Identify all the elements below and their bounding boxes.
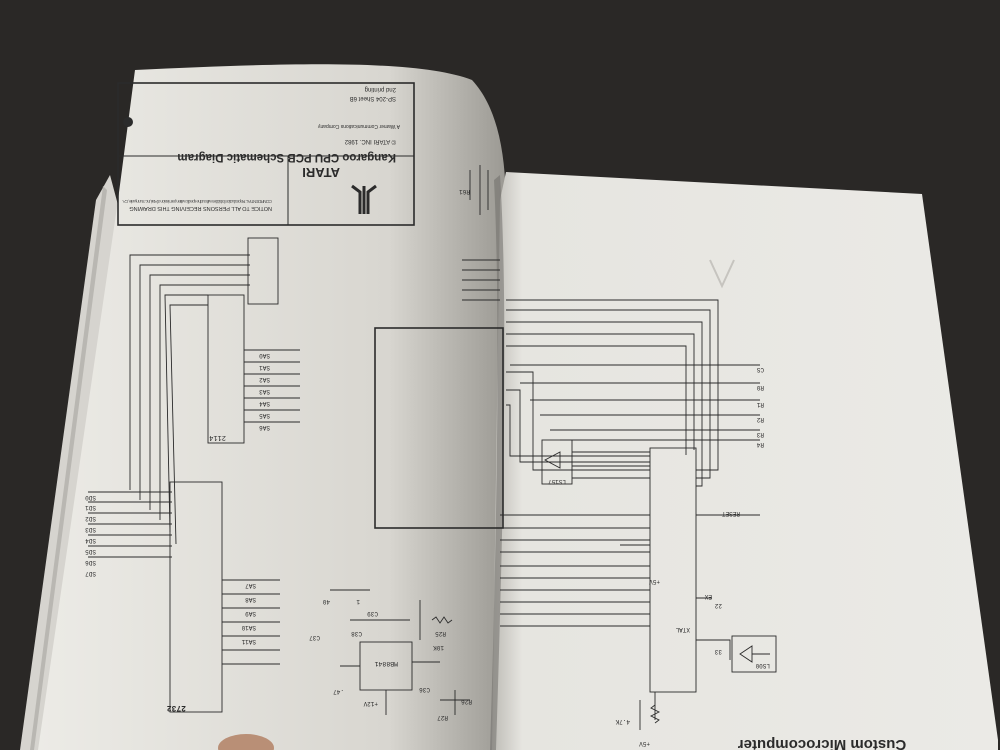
- finger: [218, 734, 274, 750]
- label-10k: 10K: [433, 644, 444, 651]
- label-plus12v: +12V: [363, 700, 378, 707]
- right-page: [492, 172, 998, 750]
- label-2732: 2732: [167, 703, 186, 712]
- label-sa0: SA0: [259, 352, 270, 359]
- label-sd7: SD7: [85, 570, 96, 577]
- label-c36: C36: [419, 686, 430, 693]
- label-2114: 2114: [209, 433, 226, 441]
- brand-name: ATARI: [302, 165, 340, 180]
- ic-2114: [207, 294, 245, 444]
- left-page: [38, 64, 506, 750]
- title-sheet: SP-204 Sheet 6B: [350, 95, 396, 101]
- label-sa1: SA1: [259, 364, 270, 371]
- page-stack-edge-2: [30, 186, 107, 750]
- label-c40: 40: [322, 598, 330, 605]
- right-schematic-labels: LS157 LS00 CS R0 R1 R2 R3 R4 RESET XTAL …: [548, 366, 770, 747]
- label-47k: 4.7K: [615, 718, 630, 725]
- title-block: NOTICE TO ALL PERSONS RECEIVING THIS DRA…: [117, 82, 415, 226]
- label-sa2: SA2: [259, 376, 270, 383]
- label-c39: C39: [367, 610, 378, 617]
- label-r25: R25: [435, 630, 446, 637]
- left-schematic-labels: 2732 2114 MB8841 SA0 SA1 SA2 SA3 SA4 SA5…: [85, 188, 472, 721]
- chip-outline-box: [374, 327, 504, 529]
- label-sa11: SA11: [241, 638, 256, 645]
- label-sa3: SA3: [259, 388, 270, 395]
- warner-logo-icon: [123, 117, 133, 127]
- title-confidential: CONFIDENTIAL: Reproduction forbidden wit…: [122, 199, 272, 204]
- label-c47: .47: [333, 688, 344, 695]
- label-plus5v-b: +5V: [649, 578, 660, 585]
- label-ex: EX: [704, 593, 712, 600]
- section-title: Custom Microcomputer: [738, 736, 907, 750]
- title-notice: NOTICE TO ALL PERSONS RECEIVING THIS DRA…: [129, 205, 272, 211]
- title-copyright: © ATARI INC. 1982: [344, 138, 396, 145]
- label-signal-r2: R2: [756, 416, 764, 423]
- label-sa10: SA10: [241, 624, 256, 631]
- label-sd1: SD1: [85, 504, 96, 511]
- label-sd4: SD4: [85, 537, 96, 544]
- label-sd2: SD2: [85, 515, 96, 522]
- label-c33: 33: [714, 648, 722, 655]
- label-sa6: SA6: [259, 424, 270, 431]
- label-sa4: SA4: [259, 400, 270, 407]
- label-sa5: SA5: [259, 412, 270, 419]
- label-sd5: SD5: [85, 548, 96, 555]
- label-xtal: XTAL: [675, 626, 690, 633]
- label-sd3: SD3: [85, 526, 96, 533]
- label-sd0: SD0: [85, 494, 96, 501]
- label-reset: RESET: [722, 510, 740, 517]
- label-mb8841: MB8841: [374, 660, 398, 667]
- title-printing: 2nd printing: [365, 86, 396, 92]
- label-c1: 1: [356, 598, 360, 605]
- crystal-symbol: [731, 635, 777, 673]
- label-c37: C37: [309, 634, 320, 641]
- label-ls00: LS00: [755, 662, 770, 669]
- label-signal-r1: R1: [756, 401, 764, 408]
- label-signal-r0: R0: [756, 384, 764, 391]
- label-c22: 22: [714, 602, 722, 609]
- label-sa9: SA9: [245, 610, 256, 617]
- label-c38: C38: [351, 630, 362, 637]
- label-signal-r3: R3: [756, 431, 764, 438]
- label-plus5v: +5V: [639, 740, 650, 747]
- ic-microcomputer: [649, 447, 697, 693]
- label-r27: R27: [437, 714, 448, 721]
- title-company: A Warner Communications Company: [317, 123, 400, 129]
- label-r61: R61: [459, 188, 470, 195]
- label-sa7: SA7: [245, 582, 256, 589]
- label-ls157: LS157: [548, 478, 566, 485]
- label-sa8: SA8: [245, 596, 256, 603]
- drawing-title: Kangaroo CPU PCB Schematic Diagram: [177, 151, 396, 163]
- label-sd6: SD6: [85, 559, 96, 566]
- book-gutter: [490, 175, 505, 750]
- right-schematic: [500, 259, 777, 730]
- label-signal-r4: R4: [756, 441, 764, 448]
- label-signal-cs: CS: [756, 366, 764, 373]
- atari-logo-icon: [351, 184, 377, 214]
- left-schematic: [88, 165, 504, 715]
- label-r26: R26: [461, 698, 472, 705]
- ic-2732: [169, 481, 223, 713]
